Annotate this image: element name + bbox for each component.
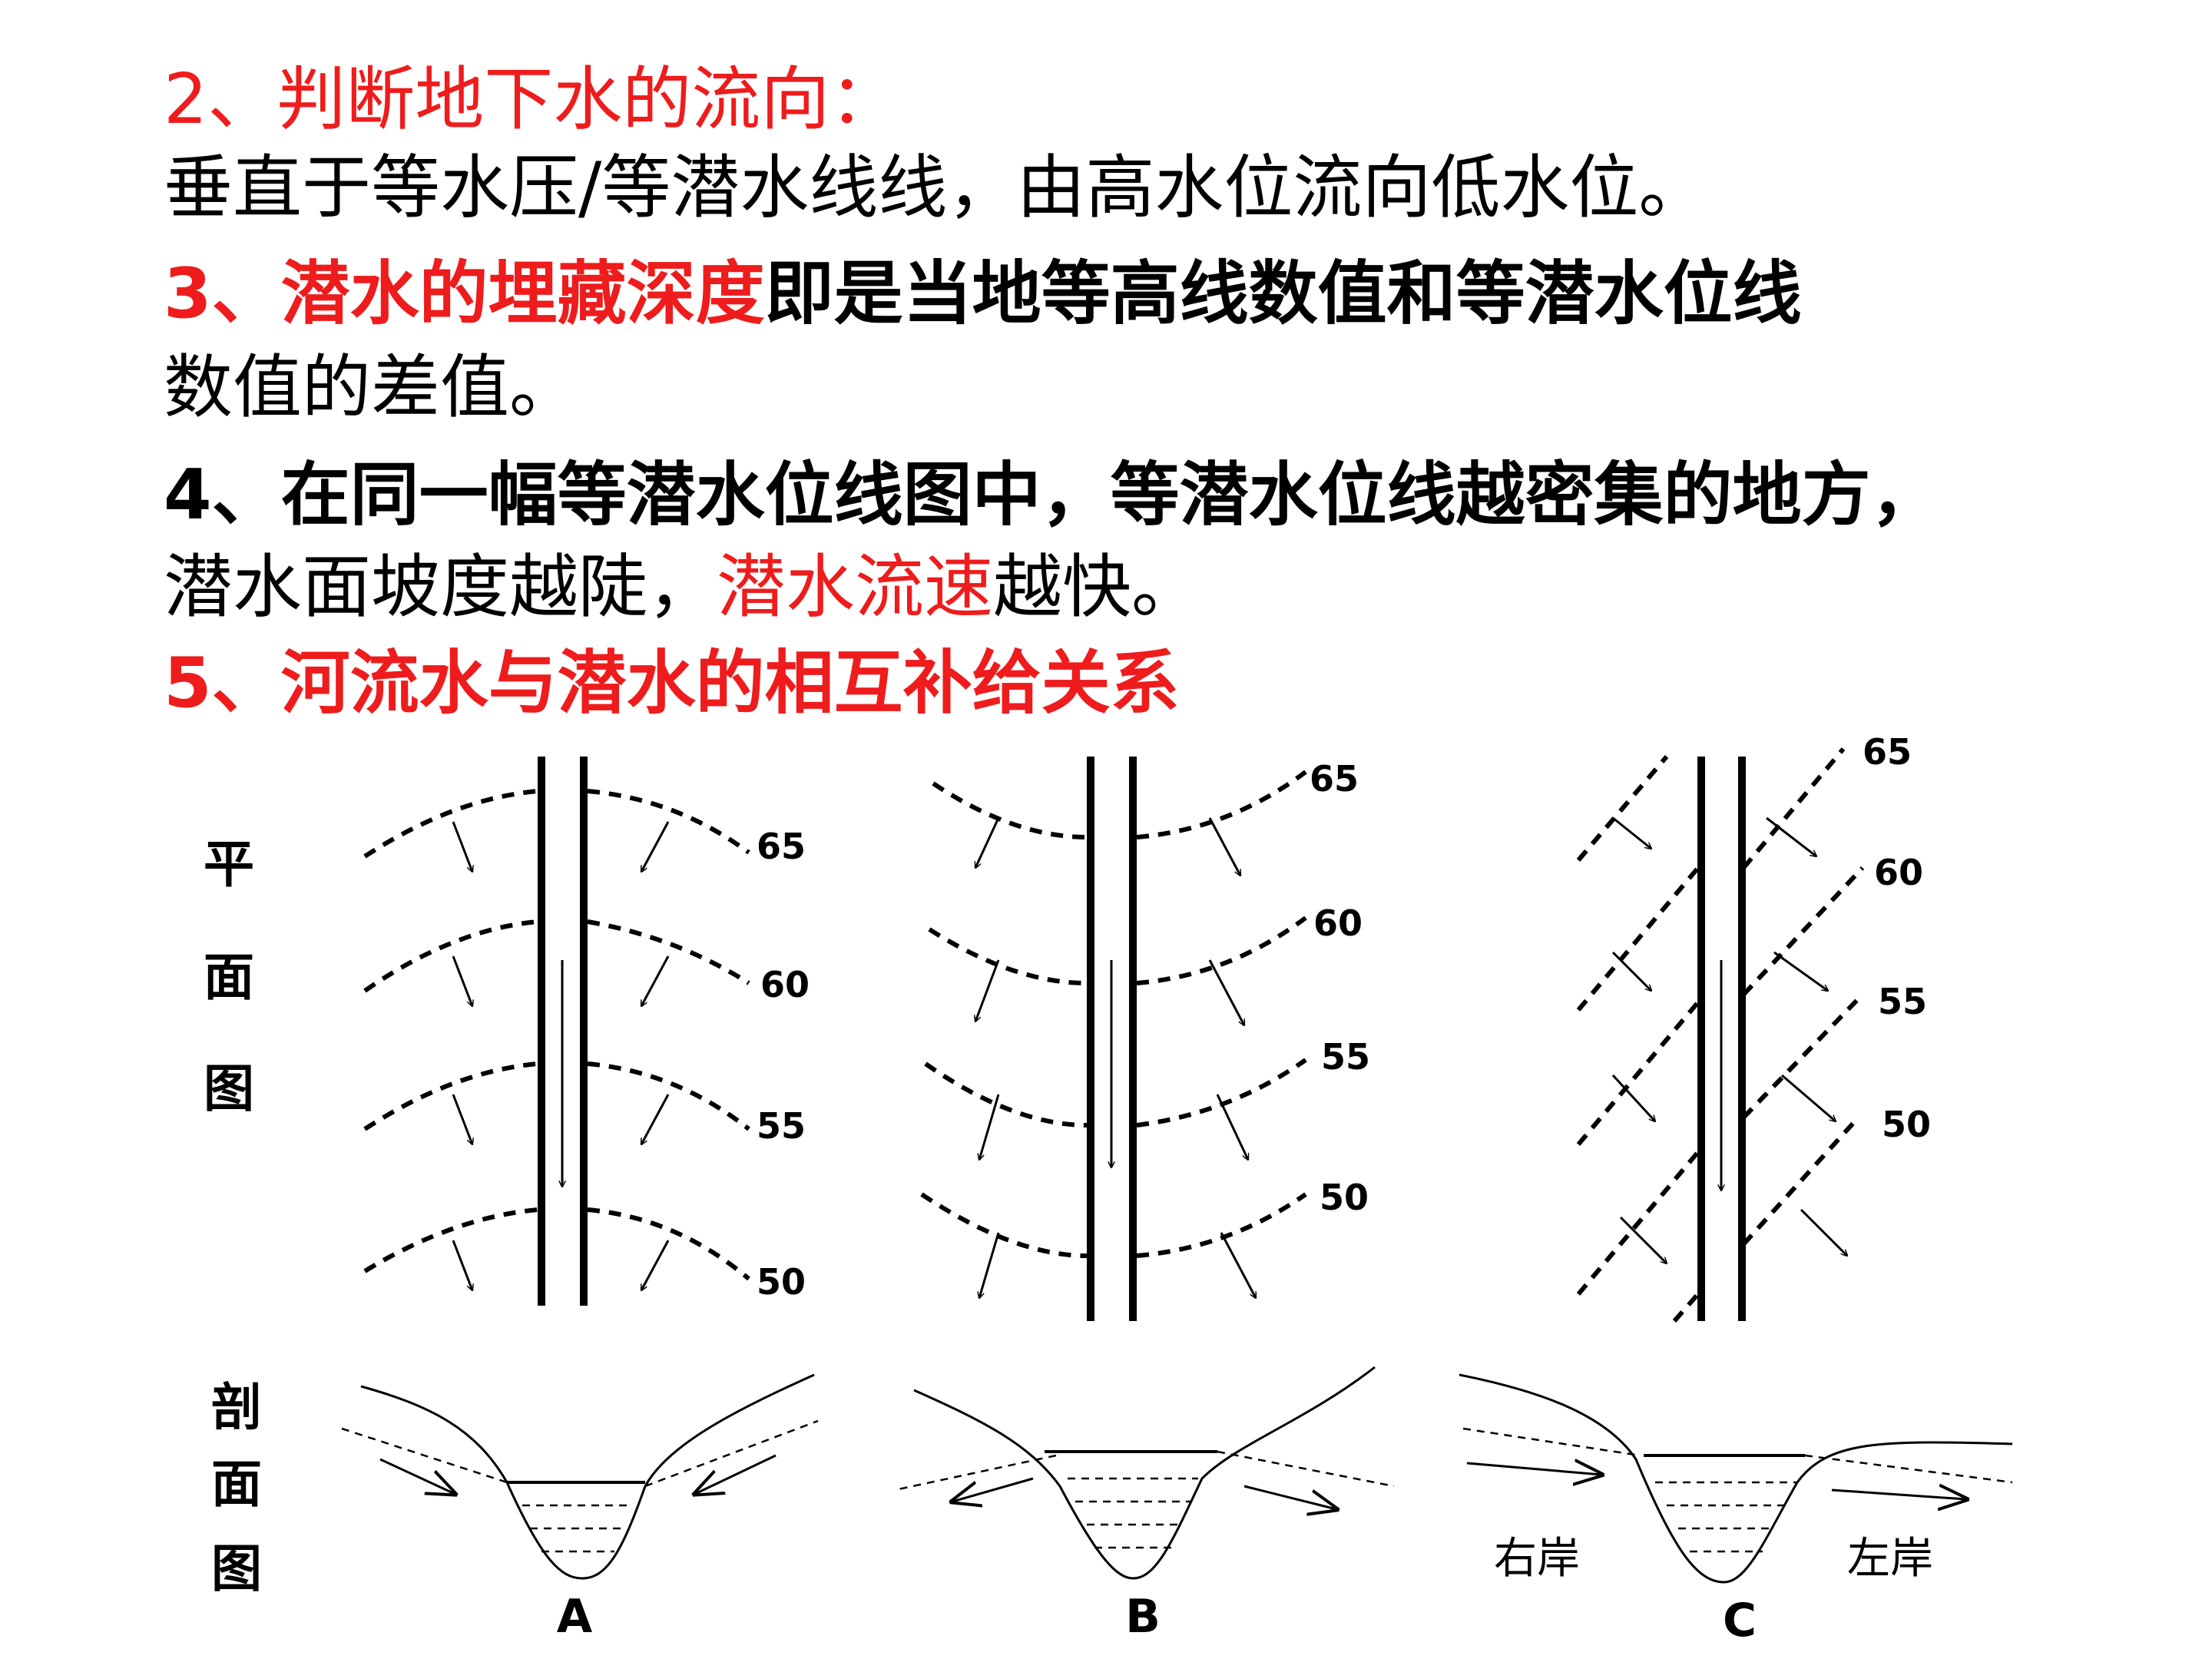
c-contour-50: 50 xyxy=(1882,1104,1931,1145)
section-a xyxy=(341,1373,819,1580)
plan-label-3: 图 xyxy=(204,1059,254,1118)
plan-b xyxy=(920,757,1307,1321)
section-b xyxy=(894,1366,1395,1580)
a-contour-50: 50 xyxy=(757,1261,806,1303)
plan-a xyxy=(363,757,750,1306)
panel-label-b: B xyxy=(1125,1590,1161,1644)
heading-contour-density: 4、在同一幅等潜水位线图中，等潜水位线越密集的地方， xyxy=(164,455,1940,535)
b-contour-65: 65 xyxy=(1310,758,1359,800)
bank-left-label: 左岸 xyxy=(1847,1534,1933,1584)
a-contour-60: 60 xyxy=(760,964,810,1005)
text-flow-rule: 垂直于等水压/等潜水线线，由高水位流向低水位。 xyxy=(164,147,1708,228)
c-contour-60: 60 xyxy=(1874,852,1923,893)
bank-right-label: 右岸 xyxy=(1494,1534,1580,1584)
heading-river-recharge: 5、河流水与潜水的相互补给关系 xyxy=(164,643,1180,724)
text-slope: 潜水面坡度越陡，潜水流速越快。 xyxy=(164,553,1200,622)
plan-label-1: 平 xyxy=(204,835,254,894)
panel-label-a: A xyxy=(557,1590,593,1644)
flow-speed-term: 潜水流速 xyxy=(717,547,993,628)
burial-depth-term: 3、潜水的埋藏深度 xyxy=(164,253,765,334)
a-contour-65: 65 xyxy=(757,826,806,867)
section-label-2: 面 xyxy=(211,1455,262,1514)
b-contour-60: 60 xyxy=(1313,902,1363,944)
b-contour-55: 55 xyxy=(1321,1036,1370,1078)
section-label-1: 剖 xyxy=(211,1378,262,1437)
a-contour-55: 55 xyxy=(757,1105,806,1147)
text-difference: 数值的差值。 xyxy=(164,347,578,428)
section-c xyxy=(1459,1373,2013,1584)
b-contour-50: 50 xyxy=(1320,1177,1369,1218)
c-contour-55: 55 xyxy=(1878,981,1927,1022)
section-label-3: 图 xyxy=(211,1539,262,1598)
c-contour-65: 65 xyxy=(1863,731,1912,773)
plan-c xyxy=(1576,747,1865,1323)
heading-burial-depth: 3、潜水的埋藏深度即是当地等高线数值和等潜水位线 xyxy=(164,260,1802,329)
plan-label-2: 面 xyxy=(204,948,254,1007)
burial-depth-definition: 即是当地等高线数值和等潜水位线 xyxy=(764,253,1802,334)
panel-label-c: C xyxy=(1723,1594,1757,1647)
faster-text: 越快。 xyxy=(993,547,1200,628)
slope-text: 潜水面坡度越陡， xyxy=(164,547,717,628)
heading-flow-direction: 2、判断地下水的流向： xyxy=(164,59,899,140)
